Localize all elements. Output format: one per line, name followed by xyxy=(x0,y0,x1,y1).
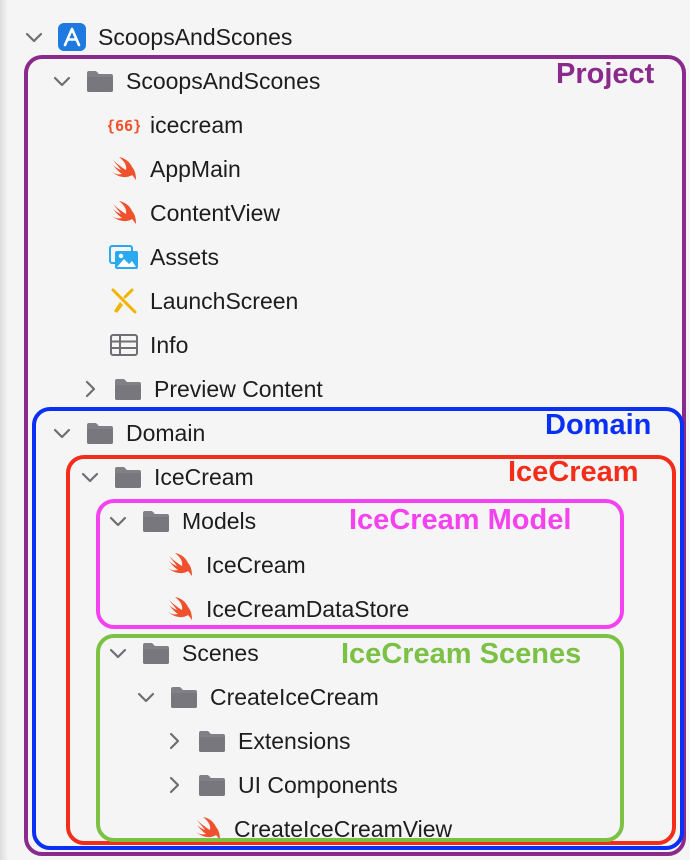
folder-icon xyxy=(196,725,228,757)
tree-row-create-icecream-view[interactable]: CreateIceCreamView xyxy=(192,807,452,851)
tree-label: Domain xyxy=(126,419,206,446)
domain-annotation-box xyxy=(32,407,684,850)
tree-row-assets[interactable]: Assets xyxy=(108,235,219,279)
tree-label: LaunchScreen xyxy=(150,287,299,314)
tree-row-scenes[interactable]: Scenes xyxy=(108,631,259,675)
tree-label: icecream xyxy=(150,111,244,138)
icecream-annotation-box xyxy=(66,455,676,845)
tree-row-domain[interactable]: Domain xyxy=(52,411,205,455)
tree-row-create-icecream[interactable]: CreateIceCream xyxy=(136,675,379,719)
chevron-down-icon[interactable] xyxy=(24,27,44,47)
storyboard-icon xyxy=(108,285,140,317)
tree-label: ContentView xyxy=(150,199,280,226)
icecream-scenes-annotation-box xyxy=(96,634,624,842)
chevron-down-icon[interactable] xyxy=(108,643,128,663)
folder-icon xyxy=(140,637,172,669)
tree-label: IceCream xyxy=(206,551,306,578)
tree-row-icecream-datastore[interactable]: IceCreamDataStore xyxy=(164,587,409,631)
tree-label: CreateIceCream xyxy=(210,683,379,710)
folder-icon xyxy=(140,505,172,537)
tree-label: Preview Content xyxy=(154,375,323,402)
tree-row-info[interactable]: Info xyxy=(108,323,188,367)
sidebar-shadow xyxy=(0,0,8,860)
tree-label: UI Components xyxy=(238,771,398,798)
tree-row-content-view[interactable]: ContentView xyxy=(108,191,280,235)
tree-label: Models xyxy=(182,507,257,534)
swift-file-icon xyxy=(192,813,224,845)
xcode-project-icon xyxy=(56,21,88,53)
project-annotation-label: Project xyxy=(556,58,655,90)
chevron-right-icon[interactable] xyxy=(164,731,184,751)
plist-table-icon xyxy=(108,329,140,361)
folder-icon xyxy=(112,461,144,493)
folder-icon xyxy=(168,681,200,713)
tree-row-root[interactable]: ScoopsAndScones xyxy=(24,15,292,59)
tree-row-app-main[interactable]: AppMain xyxy=(108,147,241,191)
folder-icon xyxy=(112,373,144,405)
chevron-right-icon[interactable] xyxy=(164,775,184,795)
icecream-model-annotation-label: IceCream Model xyxy=(349,504,572,536)
chevron-right-icon[interactable] xyxy=(80,379,100,399)
tree-row-preview-content[interactable]: Preview Content xyxy=(80,367,323,411)
swift-file-icon xyxy=(108,197,140,229)
tree-row-project-folder[interactable]: ScoopsAndScones xyxy=(52,59,320,103)
tree-row-icecream-file[interactable]: {66} icecream xyxy=(108,103,243,147)
tree-label: IceCream xyxy=(154,463,254,490)
swift-file-icon xyxy=(164,549,196,581)
chevron-down-icon[interactable] xyxy=(52,423,72,443)
tree-row-extensions[interactable]: Extensions xyxy=(164,719,351,763)
folder-icon xyxy=(84,417,116,449)
swift-file-icon xyxy=(164,593,196,625)
tree-row-ui-components[interactable]: UI Components xyxy=(164,763,398,807)
folder-icon xyxy=(196,769,228,801)
tree-label: ScoopsAndScones xyxy=(98,23,293,50)
svg-text:{66}: {66} xyxy=(108,117,140,135)
tree-row-icecream-folder[interactable]: IceCream xyxy=(80,455,254,499)
domain-annotation-label: Domain xyxy=(545,409,652,441)
icecream-annotation-label: IceCream xyxy=(508,456,639,488)
icecream-scenes-annotation-label: IceCream Scenes xyxy=(341,638,582,670)
tree-label: ScoopsAndScones xyxy=(126,67,321,94)
tree-label: Assets xyxy=(150,243,220,270)
chevron-down-icon[interactable] xyxy=(108,511,128,531)
tree-label: Scenes xyxy=(182,639,259,666)
tree-row-icecream-swift[interactable]: IceCream xyxy=(164,543,306,587)
icecream-model-annotation-box xyxy=(96,499,624,629)
project-annotation-box xyxy=(24,55,686,856)
folder-icon xyxy=(84,65,116,97)
tree-label: Info xyxy=(150,331,189,358)
chevron-down-icon[interactable] xyxy=(80,467,100,487)
chevron-down-icon[interactable] xyxy=(136,687,156,707)
tree-row-launch-screen[interactable]: LaunchScreen xyxy=(108,279,298,323)
tree-row-models[interactable]: Models xyxy=(108,499,256,543)
chevron-down-icon[interactable] xyxy=(52,71,72,91)
assets-catalog-icon xyxy=(108,241,140,273)
tree-label: CreateIceCreamView xyxy=(234,815,453,842)
tree-label: Extensions xyxy=(238,727,351,754)
tree-label: IceCreamDataStore xyxy=(206,595,410,622)
json-braces-icon: {66} xyxy=(108,109,140,141)
swift-file-icon xyxy=(108,153,140,185)
tree-label: AppMain xyxy=(150,155,241,182)
